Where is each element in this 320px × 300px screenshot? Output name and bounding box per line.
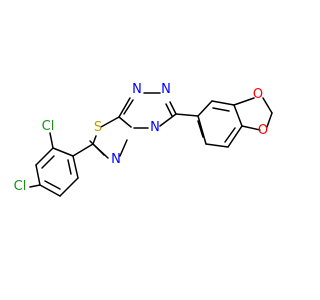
nitrogen-label: N [161, 82, 171, 97]
bond [212, 107, 230, 112]
bonds [29, 92, 273, 197]
bond [197, 115, 207, 145]
bond [233, 104, 243, 127]
bond [39, 184, 61, 197]
bond [92, 135, 97, 145]
bond [119, 139, 128, 157]
bond [197, 100, 213, 117]
bond [241, 125, 261, 131]
bond [59, 177, 79, 197]
bond [100, 116, 120, 128]
bond [266, 112, 273, 128]
nitrogen-label: N [111, 152, 121, 167]
bond [52, 147, 74, 157]
bond [49, 132, 54, 149]
atom-labels: N N N N S O O Cl Cl [14, 82, 268, 194]
bond [169, 101, 177, 115]
chlorine-label: Cl [42, 119, 55, 134]
nitrogen-label: N [132, 82, 142, 97]
bond [227, 125, 243, 148]
molecule-diagram: N N N N S O O Cl Cl [0, 0, 300, 300]
bond [118, 116, 132, 128]
bond [197, 120, 204, 138]
bond [123, 99, 134, 115]
bond [44, 180, 61, 190]
bond [72, 155, 79, 179]
bond [35, 164, 41, 186]
background [0, 0, 300, 300]
chlorine-label: Cl [14, 179, 27, 194]
bond [72, 143, 94, 157]
bond [35, 147, 54, 166]
bond [233, 97, 255, 106]
bond [262, 97, 273, 114]
bond [41, 155, 55, 169]
bond [175, 113, 199, 117]
bond [118, 97, 131, 118]
bond [89, 140, 105, 156]
bond [165, 103, 173, 117]
bond [205, 143, 229, 148]
nitrogen-label: N [150, 120, 160, 135]
bond [224, 127, 236, 143]
bond [29, 184, 41, 188]
bond [159, 113, 177, 127]
oxygen-label: O [253, 87, 263, 102]
bond [67, 159, 72, 175]
oxygen-label: O [258, 123, 268, 138]
bond [211, 100, 235, 106]
sulfur-label: S [94, 120, 102, 135]
